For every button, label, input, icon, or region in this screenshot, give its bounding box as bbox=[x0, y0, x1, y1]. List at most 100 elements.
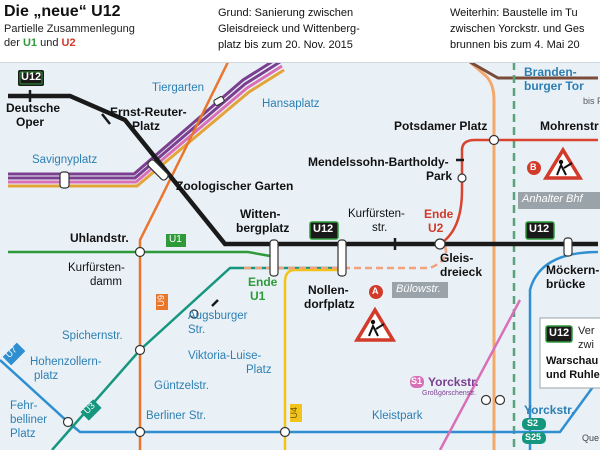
subtitle-line1: Partielle Zusammenlegung bbox=[4, 23, 135, 35]
station-viktoria-2: Platz bbox=[246, 364, 272, 376]
station-wittenbergplatz-1: Witten- bbox=[240, 207, 281, 221]
station-berliner-str: Berliner Str. bbox=[146, 410, 207, 422]
station-hohenzollern-2: platz bbox=[34, 370, 59, 382]
u2-line-east bbox=[439, 138, 598, 246]
station-savignyplatz: Savignyplatz bbox=[32, 154, 98, 166]
station-grossgoerschenstr: Großgörschenstr. bbox=[422, 390, 477, 397]
legend-line2: zwi bbox=[578, 339, 594, 351]
line-badges bbox=[2, 70, 555, 444]
note-a-line2: Gleisdreieck und Wittenberg- bbox=[218, 23, 360, 35]
station-bars bbox=[59, 96, 573, 277]
station-mendelssohn-2: Park bbox=[426, 169, 453, 183]
u12-line bbox=[8, 93, 598, 247]
station-potsdamer-platz: Potsdamer Platz bbox=[394, 119, 488, 133]
line-u1-label: U1 bbox=[22, 37, 38, 49]
warning-marker-icon bbox=[369, 161, 541, 299]
subtitle-prefix: der bbox=[4, 37, 20, 49]
buelowstr-tag bbox=[392, 282, 448, 298]
note-b-line2: zwischen Yorckstr. und Ges bbox=[450, 23, 585, 35]
u1-badge: U1 bbox=[169, 234, 182, 245]
station-moeckernbruecke-1: Möckern- bbox=[546, 263, 600, 277]
station-yorckstr: Yorckstr. bbox=[524, 403, 575, 417]
u12-badge-gleisdreieck: U12 bbox=[529, 223, 550, 235]
station-fehrbelliner-2: belliner bbox=[10, 414, 48, 426]
s-bahn-north-south bbox=[469, 60, 598, 80]
u12-badge-wittenbergplatz: U12 bbox=[313, 223, 334, 235]
u7-ring bbox=[528, 250, 599, 450]
u9-badge: U9 bbox=[156, 294, 167, 307]
note-a-line3: platz bis zum 20. Nov. 2015 bbox=[218, 39, 353, 51]
footer-credit: Que bbox=[582, 433, 600, 443]
u7-line-east bbox=[480, 379, 600, 434]
station-deutsche-oper-2: Oper bbox=[16, 115, 45, 129]
station-augsburger-2: Str. bbox=[188, 324, 206, 336]
u3-line bbox=[51, 266, 340, 450]
station-nollendorfplatz-2: dorfplatz bbox=[304, 297, 355, 311]
note-a-line1: Grund: Sanierung zwischen bbox=[218, 7, 354, 19]
subtitle-line2: der U1 und U2 bbox=[4, 37, 76, 50]
station-ernst-reuter-2: Platz bbox=[132, 119, 161, 133]
note-b-marker: B bbox=[424, 8, 431, 18]
station-fehrbelliner-1: Fehr- bbox=[10, 400, 38, 412]
station-buelowstr: Bülowstr. bbox=[396, 283, 441, 295]
station-fehrbelliner-3: Platz bbox=[10, 428, 36, 440]
station-anhalter-bhf: Anhalter Bhf bbox=[522, 193, 583, 205]
legend-line4: und Ruhle bbox=[546, 369, 600, 381]
s1-badge: S1 bbox=[411, 376, 423, 386]
anhalter-bhf-tag bbox=[518, 192, 600, 209]
station-moeckernbruecke-2: brücke bbox=[546, 277, 586, 291]
station-nollendorfplatz-1: Nollen- bbox=[308, 283, 349, 297]
ende-u1-label-2: U1 bbox=[250, 289, 266, 303]
station-zoologischer-garten: Zoologischer Garten bbox=[176, 179, 294, 193]
u4-badge: U4 bbox=[289, 406, 300, 419]
subtitle-and: und bbox=[40, 37, 59, 49]
station-deutsche-oper-1: Deutsche bbox=[6, 101, 61, 115]
station-viktoria-1: Viktoria-Luise- bbox=[188, 350, 262, 362]
construction-sign-icon bbox=[353, 306, 397, 342]
note-b-line3: brunnen bis zum 4. Mai 20 bbox=[450, 39, 580, 51]
station-brandenburger-tor-1: Branden- bbox=[524, 65, 577, 79]
station-gleisdreieck-1: Gleis- bbox=[440, 251, 474, 265]
station-mohrenstr: Mohrenstr bbox=[540, 119, 599, 133]
map-header: Die „neue“ U12 Partielle Zusammenlegung … bbox=[0, 0, 600, 63]
legend-line3: Warschau bbox=[546, 355, 599, 367]
station-uhlandstr: Uhlandstr. bbox=[70, 231, 129, 245]
s25-badge: S25 bbox=[525, 432, 542, 442]
u2-line-dashed bbox=[244, 245, 448, 270]
station-gleisdreieck-2: dreieck bbox=[440, 265, 483, 279]
map-title: Die „neue“ U12 bbox=[4, 3, 121, 20]
note-b-line1: Weiterhin: Baustelle im Tu bbox=[450, 7, 578, 19]
station-augsburger-1: Augsburger bbox=[188, 310, 248, 322]
station-guentzelstr: Güntzelstr. bbox=[154, 380, 209, 392]
station-kurfuerstendamm-2: damm bbox=[90, 276, 122, 288]
s-bahn-stadtbahn bbox=[8, 56, 285, 188]
ende-u2-label-1: Ende bbox=[424, 207, 454, 221]
station-ticks bbox=[28, 90, 464, 307]
legend-u12-badge: U12 bbox=[549, 327, 570, 339]
s1-line bbox=[438, 299, 522, 450]
station-kleistpark: Kleistpark bbox=[372, 410, 423, 422]
station-tiergarten: Tiergarten bbox=[152, 82, 204, 94]
u4-line bbox=[283, 268, 342, 450]
station-bis-p: bis P bbox=[583, 96, 600, 106]
station-brandenburger-tor-2: burger Tor bbox=[524, 79, 584, 93]
u1-line bbox=[8, 250, 271, 258]
marker-b-label: B bbox=[530, 162, 537, 172]
station-yorckstr-s: Yorckstr. bbox=[428, 375, 479, 389]
s-bahn-ring-east bbox=[469, 60, 496, 450]
marker-a-label: A bbox=[372, 286, 379, 296]
station-spichernstr: Spichernstr. bbox=[62, 330, 123, 342]
station-kurfuerstenstr-2: str. bbox=[372, 222, 388, 234]
station-mendelssohn-1: Mendelssohn-Bartholdy- bbox=[308, 155, 449, 169]
u12-badge-deutsche-oper: U12 bbox=[21, 71, 42, 83]
station-kurfuerstenstr-1: Kurfürsten- bbox=[348, 208, 405, 220]
legend-line1: Ver bbox=[578, 325, 595, 337]
station-kurfuerstendamm-1: Kurfürsten- bbox=[68, 262, 125, 274]
s2-badge: S2 bbox=[527, 418, 539, 428]
ende-u2-label-2: U2 bbox=[428, 221, 444, 235]
line-u2-label: U2 bbox=[61, 37, 76, 49]
construction-sign-icon bbox=[542, 146, 584, 180]
station-ernst-reuter-1: Ernst-Reuter- bbox=[110, 105, 187, 119]
stations bbox=[62, 134, 506, 438]
